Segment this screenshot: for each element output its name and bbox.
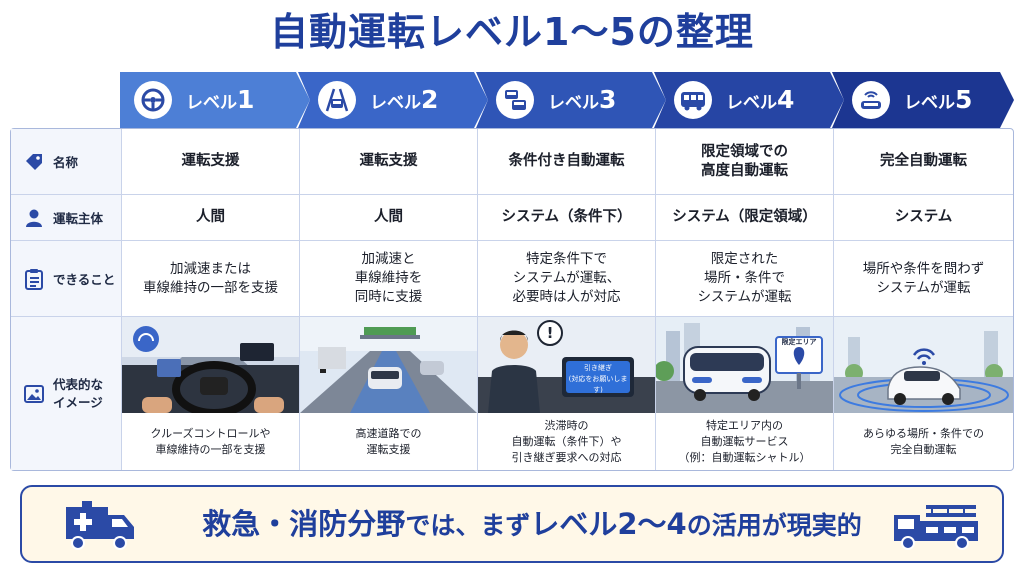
row-label-capability: できること (11, 241, 121, 316)
image-caption-level-1: クルーズコントロールや 車線維持の一部を支援 (150, 427, 271, 456)
level-number: 1 (237, 85, 255, 114)
picture-icon (23, 383, 45, 405)
level-number: 2 (421, 85, 439, 114)
highway-car-icon (318, 81, 356, 119)
level-label: レベル3 (548, 72, 616, 128)
name-cell-level-3: 条件付き自動運転 (508, 153, 625, 169)
level-3-header: レベル3 (476, 72, 666, 128)
actor-cell-level-5: システム (894, 209, 953, 225)
level-prefix: レベル (370, 93, 421, 113)
level-5-header: レベル5 (832, 72, 1014, 128)
level-label: レベル1 (186, 72, 254, 128)
area-sign-text: 限定エリア (781, 338, 817, 346)
ambulance-icon (64, 499, 136, 555)
level-1-header: レベル1 (120, 72, 310, 128)
fire-truck-icon (892, 501, 982, 555)
two-cars-icon (496, 81, 534, 119)
capability-cell-level-5: 場所や条件を問わず システムが運転 (862, 260, 985, 296)
tag-icon (23, 151, 45, 173)
level2-illustration (300, 317, 477, 413)
page-title: 自動運転レベル1〜5の整理 (270, 10, 754, 54)
clipboard-icon (23, 268, 45, 290)
image-caption-level-2: 高速道路での 運転支援 (355, 427, 422, 456)
level-2-header: レベル2 (298, 72, 488, 128)
image-caption-level-4: 特定エリア内の 自動運転サービス （例：自動運転シャトル） (678, 419, 811, 464)
image-caption-level-5: あらゆる場所・条件での 完全自動運転 (863, 427, 984, 456)
name-cell-level-1: 運転支援 (181, 153, 240, 169)
banner-connector: では、まず (405, 511, 531, 540)
name-cell-level-5: 完全自動運転 (880, 153, 967, 169)
name-cell-level-4: 限定領域での 高度自動運転 (701, 143, 788, 179)
actor-cell-level-1: 人間 (196, 209, 225, 225)
level-4-header: レベル4 (654, 72, 844, 128)
level-number: 5 (955, 85, 973, 114)
autonomous-car-icon (852, 81, 890, 119)
level-number: 3 (599, 85, 617, 114)
actor-cell-level-2: 人間 (374, 209, 403, 225)
capability-cell-level-4: 限定された 場所・条件で システムが運転 (697, 251, 792, 305)
level-prefix: レベル (548, 93, 599, 113)
steering-wheel-icon (134, 81, 172, 119)
actor-cell-level-3: システム（条件下） (501, 209, 632, 225)
row-label-name: 名称 (11, 129, 121, 194)
banner-field: 救急・消防分野 (202, 507, 406, 541)
row-label-image: 代表的な イメージ (11, 317, 121, 470)
person-icon (23, 207, 45, 229)
exclamation-mark: ! (546, 324, 554, 342)
level3-illustration: ! 引き継ぎ (対応をお願いします) (478, 317, 655, 413)
level-prefix: レベル (726, 93, 777, 113)
level-label: レベル2 (370, 72, 438, 128)
takeover-screen-text: 引き継ぎ (対応をお願いします) (568, 364, 628, 394)
actor-cell-level-4: システム（限定領域） (672, 209, 817, 225)
capability-cell-level-3: 特定条件下で システムが運転、 必要時は人が対応 (512, 251, 621, 305)
image-caption-level-3: 渋滞時の 自動運転（条件下）や 引き継ぎ要求への対応 (511, 419, 622, 464)
banner-levels: レベル2〜4 (530, 507, 687, 541)
level-label: レベル4 (726, 72, 794, 128)
row-label-actor: 運転主体 (11, 195, 121, 240)
comparison-table: 名称 運転主体 できること 代表的な イメージ 運転支援 運転支援 条件付き自動運転… (10, 128, 1014, 471)
banner-message: 救急・消防分野では、まずレベル2〜4の活用が現実的 (172, 487, 892, 561)
capability-cell-level-1: 加減速または 車線維持の一部を支援 (143, 260, 278, 296)
banner-conclusion: の活用が現実的 (686, 511, 862, 540)
level-label: レベル5 (904, 72, 972, 128)
level-prefix: レベル (186, 93, 237, 113)
capability-cell-level-2: 加減速と 車線維持を 同時に支援 (354, 251, 423, 305)
level-prefix: レベル (904, 93, 955, 113)
level1-illustration (122, 317, 299, 413)
level5-illustration (834, 317, 1013, 413)
level-number: 4 (777, 85, 795, 114)
conclusion-banner: 救急・消防分野では、まずレベル2〜4の活用が現実的 (20, 485, 1004, 563)
bus-icon (674, 81, 712, 119)
level4-illustration: 限定エリア (656, 317, 833, 413)
name-cell-level-2: 運転支援 (359, 153, 418, 169)
